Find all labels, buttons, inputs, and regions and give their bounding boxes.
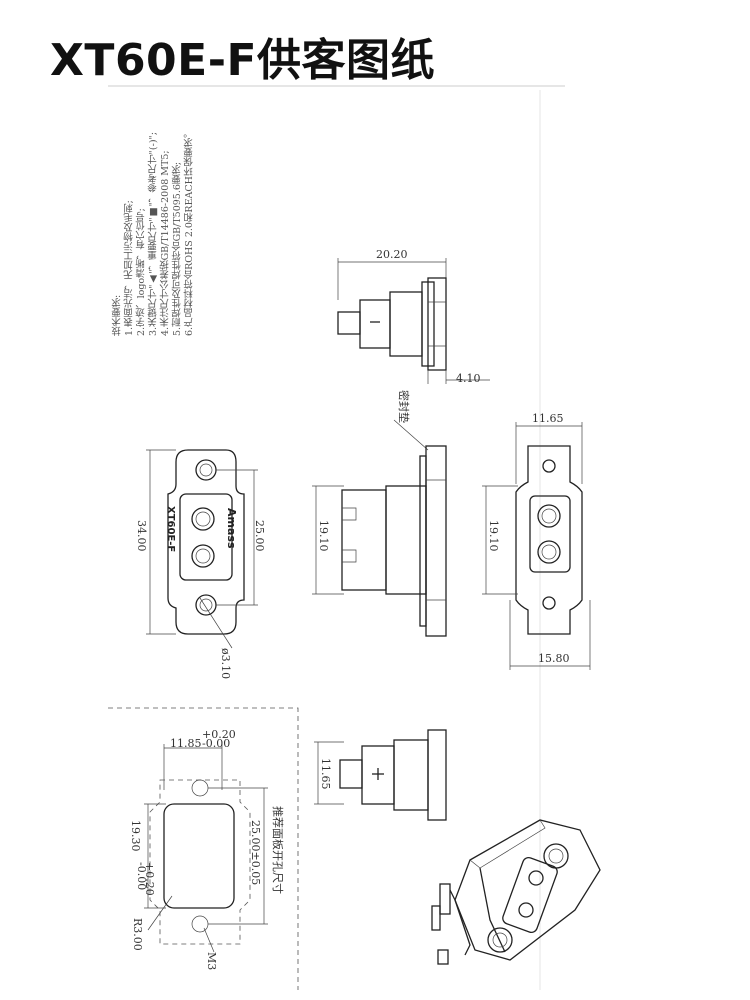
page-title: XT60E-F供客图纸 [50, 35, 436, 86]
panel-cutout-view: 11.85 +0.20 -0.00 19.30 +0.20 -0.00 25.0… [108, 707, 299, 990]
front-view: Amass XT60E-F 34.00 25.00 ø3.10 [135, 449, 266, 679]
dim-front-inner: 25.00 [253, 520, 266, 552]
dim-cutout-height-tol-upper: +0.20 [143, 862, 156, 896]
right-view: 11.65 19.10 15.80 [482, 412, 591, 670]
dim-side-height: 19.10 [317, 520, 330, 552]
cutout-label: 推荐面板开孔尺寸 [271, 806, 285, 894]
dim-right-height: 19.10 [487, 520, 500, 552]
dim-cutout-width: 11.85 [170, 737, 202, 750]
dim-bottom-height: 11.65 [319, 758, 332, 790]
isometric-view [431, 819, 601, 965]
dim-top-width: 20.20 [376, 248, 408, 261]
dim-right-width: 11.65 [532, 412, 564, 425]
dim-cutout-radius: R3.00 [131, 918, 144, 951]
dim-right-bottom: 15.80 [538, 652, 570, 665]
dim-cutout-width-tol-lower: -0.00 [202, 737, 230, 750]
bottom-side-view: 11.65 [314, 729, 447, 821]
dim-cutout-height-tol-lower: -0.00 [135, 862, 148, 890]
dim-cutout-pitch: 25.00±0.05 [249, 820, 262, 885]
seal-callout: 密封垫 [393, 390, 429, 451]
seal-label: 密封垫 [397, 390, 411, 423]
side-view: 19.10 [312, 445, 447, 637]
dim-cutout-height: 19.30 [129, 820, 142, 852]
brand-marking: Amass [225, 508, 238, 549]
dim-cutout-thread: M3 [205, 952, 218, 970]
dim-cutout-width-tol-upper: +0.20 [202, 728, 236, 741]
top-side-view: 20.20 4.10 [337, 248, 490, 385]
dim-hole-dia: ø3.10 [219, 648, 232, 679]
dim-front-height: 34.00 [135, 520, 148, 552]
model-marking: XT60E-F [165, 506, 176, 552]
dim-top-flange: 4.10 [456, 372, 481, 385]
